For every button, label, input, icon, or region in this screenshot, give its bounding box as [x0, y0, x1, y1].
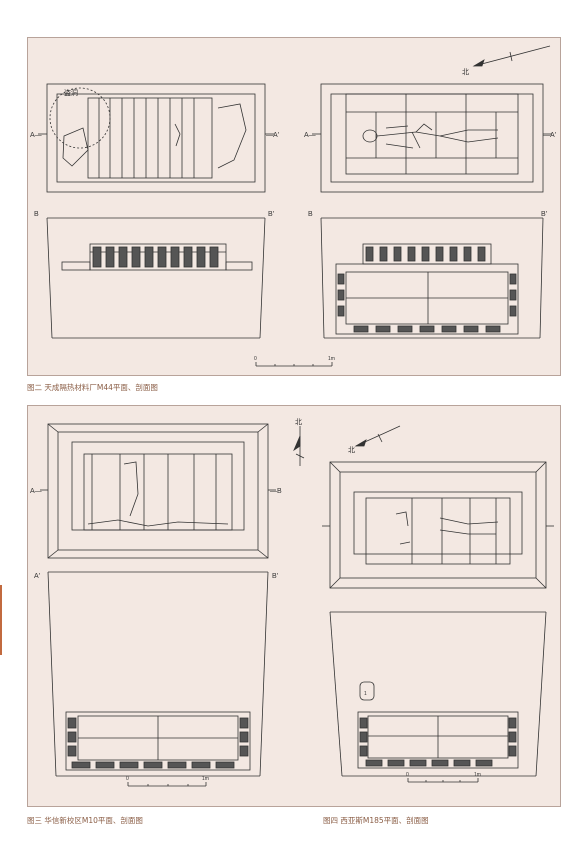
left-label-b: B: [34, 211, 39, 218]
scale-start-fig4: 0: [406, 772, 409, 778]
left-label-a: A—: [30, 132, 42, 139]
fig3-label-b: —B: [270, 488, 282, 495]
left-label-b-prime: B′: [268, 211, 275, 218]
m44-left-plan-inner: [56, 93, 256, 183]
robber-hole-circle: [49, 87, 111, 149]
scale-start-fig3: 0: [126, 776, 129, 782]
side-margin-mark: [0, 585, 2, 655]
right-label-b-prime: B′: [541, 211, 548, 218]
artifact-number: 1: [364, 691, 367, 697]
m10-section-bricks: [65, 711, 251, 771]
m10-plan-outer: [47, 423, 269, 559]
m185-section-bricks: [357, 711, 519, 769]
m44-right-section-bricks: [335, 243, 519, 335]
m185-plan-outer: [329, 461, 547, 589]
scale-end-fig3: 1m: [202, 776, 209, 782]
figure-3-4-panel: A— —B A′ B′ 北 0 1m 北 1 0 1m: [27, 405, 561, 807]
figure-3-caption: 图三 华信新校区M10平面、剖面图: [27, 816, 143, 825]
north-label-fig3: 北: [295, 418, 302, 426]
m44-left-plan-outer: [46, 83, 266, 193]
left-label-a-prime: —A′: [266, 132, 280, 139]
scale-start-fig2: 0: [254, 356, 257, 362]
north-label-fig4: 北: [348, 446, 355, 454]
figure-2-panel: 盗洞 A— —A′ B B′ A— —A′ B B′ 北 0 1m: [27, 37, 561, 376]
m44-left-planks: [87, 97, 213, 179]
m44-right-plan-outer: [320, 83, 544, 193]
scale-end-fig4: 1m: [474, 772, 481, 778]
north-label-fig2: 北: [462, 68, 469, 76]
scale-end-fig2: 1m: [328, 356, 335, 362]
figure-2-drawing: 盗洞 A— —A′ B B′ A— —A′ B B′ 北 0 1m: [30, 45, 557, 367]
right-label-a-prime: —A′: [543, 132, 557, 139]
robber-hole-label: 盗洞: [64, 88, 78, 97]
artifact-vessel: [359, 681, 375, 701]
north-arrow-line: [473, 45, 551, 67]
figure-4-caption: 图四 西亚斯M185平面、剖面图: [323, 816, 429, 825]
fig3-label-b-prime: B′: [272, 573, 279, 580]
right-label-a: A—: [304, 132, 316, 139]
skeleton-figure: [362, 123, 499, 149]
fig3-label-a: A—: [30, 488, 42, 495]
fig3-label-a-prime: A′: [34, 573, 41, 580]
figure-3-4-drawing: A— —B A′ B′ 北 0 1m 北 1 0 1m: [30, 418, 554, 787]
m44-left-section-bricks: [61, 243, 253, 271]
figure-2-caption: 图二 天成隔热材料厂M44平面、剖面图: [27, 383, 158, 392]
right-label-b: B: [308, 211, 313, 218]
